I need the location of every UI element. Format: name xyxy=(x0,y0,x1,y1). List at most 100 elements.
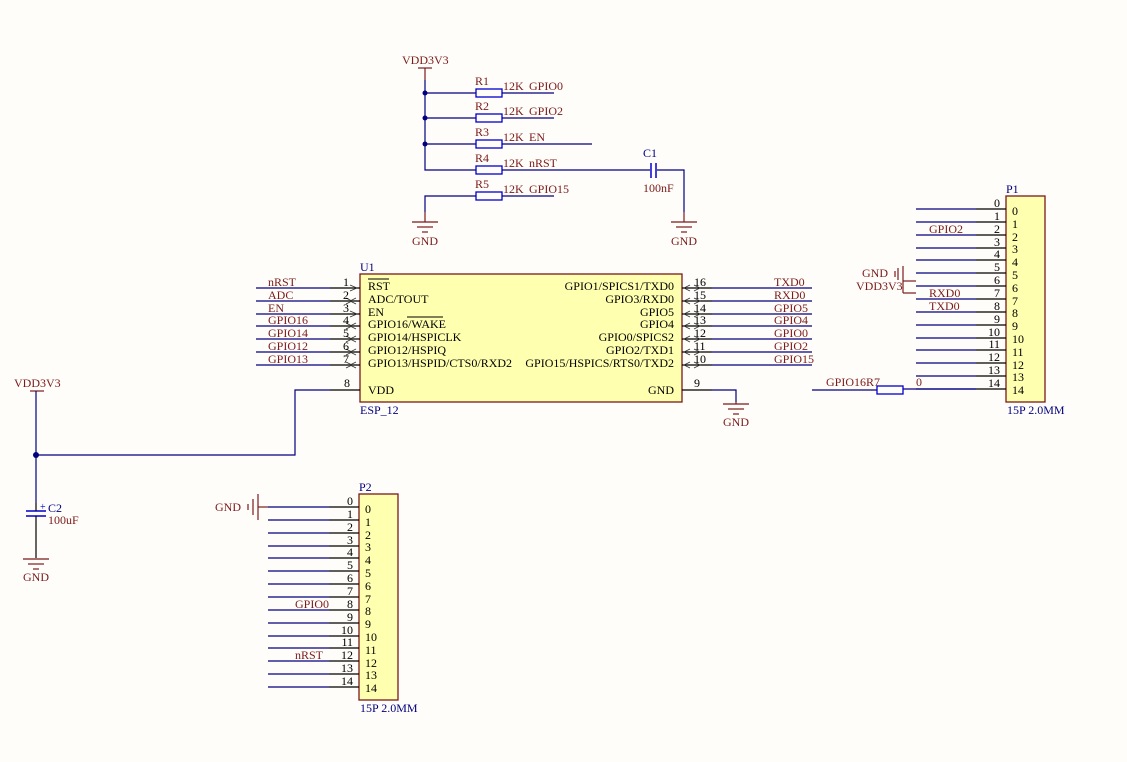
u1-pin-name: RST xyxy=(368,279,391,293)
u1-pin-num: 12 xyxy=(694,326,706,340)
r7-net: GPIO16 xyxy=(826,375,866,389)
resistor-r3 xyxy=(475,139,503,149)
net-label-en: EN xyxy=(529,130,545,144)
u1-pin-gnd-num: 9 xyxy=(694,376,700,390)
header-pin-label: 6 xyxy=(365,579,371,593)
header-pin-num: 14 xyxy=(341,674,353,688)
net-label-gpio15: GPIO15 xyxy=(774,352,814,366)
header-pin-label: 4 xyxy=(1012,255,1018,269)
header-pin-num: 5 xyxy=(994,260,1000,274)
header-pin-label: 2 xyxy=(365,528,371,542)
header-pin-label: 1 xyxy=(1012,217,1018,231)
u1-pin-num: 13 xyxy=(694,313,706,327)
pin-direction-icon xyxy=(683,348,701,356)
u1-pin-gnd-name: GND xyxy=(648,383,674,397)
header-pin-num: 5 xyxy=(347,558,353,572)
u1-pin-num: 15 xyxy=(694,288,706,302)
gnd-symbol-p2 xyxy=(247,494,268,520)
p1-gnd-label: GND xyxy=(862,266,888,280)
header-pin-label: 6 xyxy=(1012,281,1018,295)
p1-designator: P1 xyxy=(1006,182,1019,196)
header-pin-label: 7 xyxy=(1012,294,1018,308)
header-pin-label: 2 xyxy=(1012,230,1018,244)
resistor-r4 xyxy=(475,165,503,175)
header-pin-label: 12 xyxy=(1012,358,1024,372)
c1-designator: C1 xyxy=(643,146,657,160)
u1-designator: U1 xyxy=(360,260,375,274)
header-pin-label: 14 xyxy=(1012,383,1024,397)
net-label-gpio5: GPIO5 xyxy=(774,301,808,315)
header-pin-label: 5 xyxy=(1012,268,1018,282)
header-pin-num: 2 xyxy=(994,222,1000,236)
gnd-label-u1: GND xyxy=(723,415,749,429)
net-label-gpio4: GPIO4 xyxy=(774,313,808,327)
resistor-r1 xyxy=(475,88,503,98)
header-pin-num: 14 xyxy=(988,376,1000,390)
header-pin-label: 11 xyxy=(1012,345,1024,359)
u1-pin-name: GPIO0/SPICS2 xyxy=(599,330,674,344)
c2-value: 100uF xyxy=(48,513,79,527)
net-label-nrst: nRST xyxy=(529,156,558,170)
header-pin-label: 7 xyxy=(365,592,371,606)
p1-part: 15P 2.0MM xyxy=(1007,403,1065,417)
header-pin-label: 1 xyxy=(365,515,371,529)
header-pin-label: 3 xyxy=(365,540,371,554)
header-pin-num: 3 xyxy=(347,533,353,547)
resistor-designator: R2 xyxy=(475,99,489,113)
u1-pin-name: GPIO1/SPICS1/TXD0 xyxy=(565,279,674,293)
header-pin-label: 12 xyxy=(365,656,377,670)
net-label-nrst: nRST xyxy=(295,648,324,662)
net-label-gpio16: GPIO16 xyxy=(268,313,308,327)
u1-body[interactable] xyxy=(359,273,683,403)
u1-pin-num: 2 xyxy=(343,288,349,302)
p2-part: 15P 2.0MM xyxy=(360,701,418,715)
u1-pin-num: 1 xyxy=(343,275,349,289)
u1-pin-num: 16 xyxy=(694,275,706,289)
pin-direction-icon xyxy=(683,297,701,305)
c2-designator: C2 xyxy=(48,501,62,515)
u1-gnd-wire xyxy=(712,389,737,402)
resistor-value: 12K xyxy=(503,130,524,144)
header-pin-label: 11 xyxy=(365,643,377,657)
header-pin-num: 13 xyxy=(341,661,353,675)
resistor-value: 12K xyxy=(503,104,524,118)
vdd3v3-label-top: VDD3V3 xyxy=(402,53,449,67)
resistor-value: 12K xyxy=(503,182,524,196)
net-label-gpio2: GPIO2 xyxy=(774,339,808,353)
u1-pin-vdd-name: VDD xyxy=(368,383,394,397)
u1-pin-name: EN xyxy=(368,305,384,319)
net-label-adc: ADC xyxy=(268,288,293,302)
header-pin-label: 9 xyxy=(365,617,371,631)
header-pin-label: 9 xyxy=(1012,319,1018,333)
net-label-gpio0: GPIO0 xyxy=(295,597,329,611)
net-label-gpio15: GPIO15 xyxy=(529,182,569,196)
net-label-gpio12: GPIO12 xyxy=(268,339,308,353)
net-label-gpio13: GPIO13 xyxy=(268,352,308,366)
header-pin-num: 8 xyxy=(994,299,1000,313)
u1-pin-name: GPIO3/RXD0 xyxy=(605,292,674,306)
gnd-symbol-c2 xyxy=(23,558,49,570)
vdd-bus-wire xyxy=(424,80,476,171)
u1-pin-name: GPIO15/HSPICS/RTS0/TXD2 xyxy=(525,356,674,370)
u1-part: ESP_12 xyxy=(360,403,399,417)
header-pin-num: 3 xyxy=(994,235,1000,249)
header-pin-label: 3 xyxy=(1012,242,1018,256)
header-pin-num: 11 xyxy=(341,635,353,649)
net-label-gpio2: GPIO2 xyxy=(929,222,963,236)
header-pin-label: 5 xyxy=(365,566,371,580)
r7-resistor xyxy=(876,385,904,395)
c1-value: 100nF xyxy=(643,181,674,195)
pin-direction-icon xyxy=(683,310,701,318)
u1-pin-num: 5 xyxy=(343,326,349,340)
net-label-txd0: TXD0 xyxy=(774,275,805,289)
c2-polarity: + xyxy=(40,502,46,513)
u1-pin-name: GPIO4 xyxy=(640,317,674,331)
